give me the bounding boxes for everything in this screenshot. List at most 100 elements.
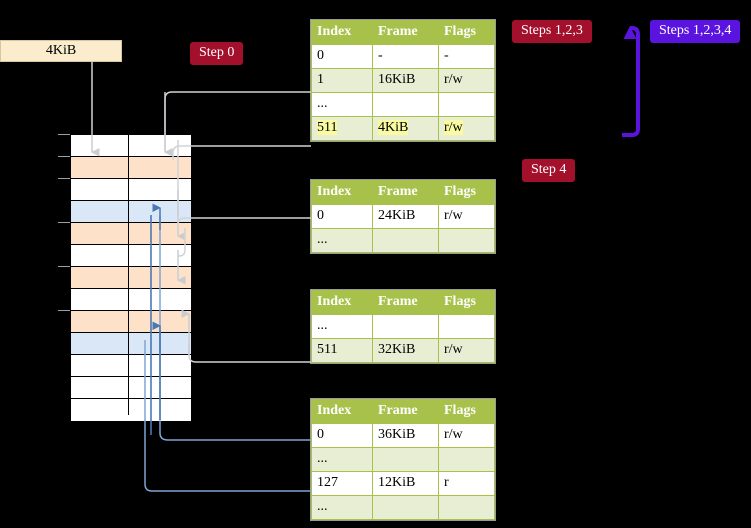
highlighted-value: r/w (444, 120, 463, 135)
memory-frame-row (71, 311, 191, 333)
table-row: ... (311, 495, 495, 520)
table-cell-index: 0 (311, 204, 373, 229)
step-0-label: Step 0 (199, 45, 235, 60)
table-row: 511 4KiB r/w (311, 116, 495, 141)
table-cell-flags (438, 314, 495, 339)
column-header-flags: Flags (438, 180, 495, 205)
table-cell-flags (438, 495, 495, 520)
table-cell-frame (372, 447, 439, 472)
table-cell-flags: r/w (438, 68, 495, 93)
table-cell-frame (372, 495, 439, 520)
table-cell-index: ... (311, 495, 373, 520)
memory-frame-row (71, 135, 191, 157)
memory-frame-row (71, 267, 191, 289)
table-row: ... (311, 314, 495, 339)
table-cell-index: ... (311, 228, 373, 253)
memory-frame-row (71, 333, 191, 355)
table-cell-index: 0 (311, 44, 373, 69)
table-cell-frame: 16KiB (372, 68, 439, 93)
memory-frame-tick (58, 134, 70, 135)
memory-frame-row (71, 201, 191, 223)
column-header-index: Index (311, 180, 373, 205)
step-0-pill: Step 0 (190, 42, 244, 65)
memory-frame-tick (58, 310, 70, 311)
table-row: ... (311, 228, 495, 253)
table-cell-flags: r (438, 471, 495, 496)
table-cell-frame: 24KiB (372, 204, 439, 229)
table-row: ... (311, 447, 495, 472)
table-cell-flags: r/w (438, 338, 495, 363)
table-cell-flags: r/w (438, 204, 495, 229)
column-header-flags: Flags (438, 20, 495, 45)
column-header-index: Index (311, 399, 373, 424)
column-header-index: Index (311, 290, 373, 315)
memory-frame-row (71, 355, 191, 377)
highlighted-value: 4KiB (378, 120, 409, 135)
wire-memory-to-pdpt (177, 217, 311, 236)
page-size-box: 4KiB (0, 40, 122, 62)
step-4-label: Step 4 (531, 162, 567, 177)
column-header-frame: Frame (372, 20, 439, 45)
table-cell-flags: r/w (438, 423, 495, 448)
column-header-flags: Flags (438, 399, 495, 424)
steps-123-label: Steps 1,2,3 (521, 23, 583, 38)
table-cell-index: 511 (311, 338, 373, 363)
memory-frame-tick (58, 178, 70, 179)
memory-frame-row (71, 179, 191, 201)
table-row: ... (311, 92, 495, 117)
wire-pml4-511-to-memory (172, 145, 311, 160)
table-cell-frame: 4KiB (372, 116, 439, 141)
page-size-label: 4KiB (45, 43, 77, 58)
memory-column-divider (128, 135, 129, 415)
table-cell-flags: r/w (438, 116, 495, 141)
table-cell-flags: - (438, 44, 495, 69)
wire-pd-511-to-memory (188, 345, 311, 363)
table-cell-flags (438, 92, 495, 117)
table-cell-index: 511 (311, 116, 373, 141)
table-cell-frame: 36KiB (372, 423, 439, 448)
table-cell-index: 0 (311, 423, 373, 448)
memory-frame-tick (58, 156, 70, 157)
table-cell-flags (438, 447, 495, 472)
step-4-pill: Step 4 (522, 159, 576, 182)
memory-frame-row (71, 289, 191, 311)
steps-1234-label: Steps 1,2,3,4 (659, 23, 732, 38)
table-cell-frame (372, 314, 439, 339)
memory-frame-tick (58, 222, 70, 223)
memory-frame-row (71, 223, 191, 245)
table-cell-index: ... (311, 92, 373, 117)
column-header-frame: Frame (372, 290, 439, 315)
memory-frame-row (71, 399, 191, 421)
memory-frame-tick (58, 266, 70, 267)
physical-memory-column (70, 135, 191, 421)
highlighted-value: 511 (317, 120, 338, 135)
table-cell-frame: 12KiB (372, 471, 439, 496)
table-cell-frame (372, 92, 439, 117)
table-row: 0-- (311, 44, 495, 69)
column-header-index: Index (311, 20, 373, 45)
table-cell-frame: - (372, 44, 439, 69)
table-cell-flags (438, 228, 495, 253)
table-cell-frame: 32KiB (372, 338, 439, 363)
table-cell-frame (372, 228, 439, 253)
table-cell-index: 127 (311, 471, 373, 496)
memory-frame-row (71, 377, 191, 399)
loop-arrow-up-icon (622, 26, 640, 137)
column-header-flags: Flags (438, 290, 495, 315)
steps-1234-pill: Steps 1,2,3,4 (650, 20, 741, 43)
column-header-frame: Frame (372, 180, 439, 205)
steps-123-pill: Steps 1,2,3 (512, 20, 592, 43)
